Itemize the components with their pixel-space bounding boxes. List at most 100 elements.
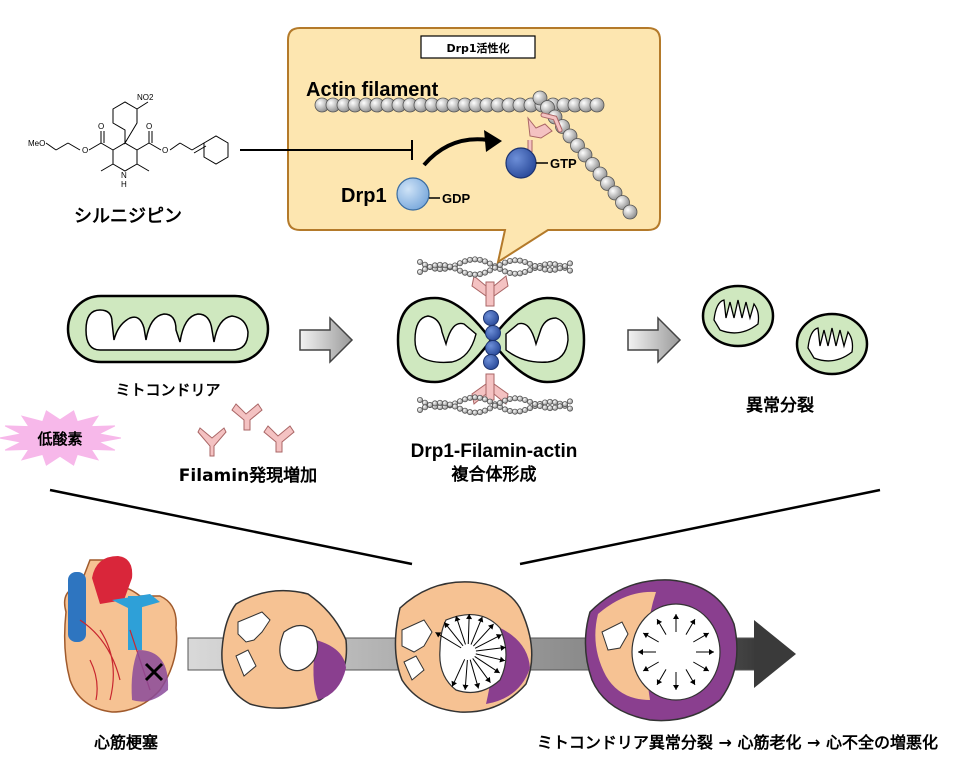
actin-bead	[481, 396, 488, 403]
actin-bead	[562, 401, 569, 408]
dilation-arrow	[451, 659, 466, 687]
actin-bead	[562, 263, 569, 270]
actin-bead	[461, 396, 468, 403]
dilation-arrow	[475, 646, 506, 652]
methoxy-label: MeO	[28, 139, 45, 148]
actin-bead	[552, 399, 559, 406]
nitrogen-label: N	[121, 171, 127, 180]
actin-bead	[486, 267, 493, 274]
actin-bead	[552, 404, 559, 411]
actin-bead	[552, 266, 559, 273]
dilation-arrowhead	[485, 676, 491, 683]
dilation-arrow	[473, 623, 494, 647]
actin-bead	[466, 256, 473, 263]
complex-label-line2: 複合体形成	[451, 464, 537, 485]
actin-bead	[517, 408, 524, 415]
drp1-label: Drp1	[341, 185, 387, 207]
heart-section-2	[394, 581, 533, 713]
actin-bead	[506, 257, 513, 264]
actin-bead	[532, 263, 539, 270]
heart-section-3	[584, 579, 738, 722]
hydrogen-label: H	[121, 180, 127, 189]
actin-bead	[486, 260, 493, 267]
actin-bead	[476, 256, 483, 263]
actin-bead	[491, 264, 498, 271]
filamin-callout	[527, 112, 563, 152]
drp1-activation-callout	[287, 27, 661, 265]
actin-bead	[542, 404, 549, 411]
progression-label: ミトコンドリア異常分裂 → 心筋老化 → 心不全の増悪化	[537, 733, 938, 752]
dilation-arrowhead	[488, 623, 494, 630]
actin-bead	[416, 406, 423, 413]
actin-bead	[491, 402, 498, 409]
actin-bead	[506, 408, 513, 415]
actin-bead	[476, 409, 483, 416]
oxygen-left-label: O	[98, 122, 104, 131]
actin-bead	[496, 261, 503, 268]
actin-bead	[471, 409, 478, 416]
actin-bead	[481, 407, 488, 414]
actin-bead	[589, 97, 605, 113]
oxygen-ester-right-label: O	[162, 146, 168, 155]
dilation-arrowhead	[689, 679, 696, 685]
actin-bead	[567, 398, 574, 405]
actin-bead	[426, 401, 433, 408]
filamin-molecules	[197, 403, 295, 457]
cilnidipine-structure	[45, 101, 229, 172]
actin-bead	[471, 271, 478, 278]
inhibition-symbol	[240, 140, 413, 160]
actin-bead	[552, 261, 559, 268]
dilation-arrowhead	[493, 667, 500, 673]
actin-bead	[481, 269, 488, 276]
actin-bead	[441, 400, 448, 407]
actin-bead	[527, 398, 534, 405]
actin-bead	[527, 267, 534, 274]
mitochondrion-normal	[66, 294, 270, 364]
dilation-arrowhead	[454, 615, 461, 622]
filamin-increase-label: Filamin発現増加	[179, 465, 317, 486]
dilation-arrow	[475, 653, 506, 662]
actin-bead	[506, 395, 513, 402]
actin-bead	[567, 267, 574, 274]
actin-bead	[431, 262, 438, 269]
actin-bead	[522, 396, 529, 403]
dilation-arrowhead	[709, 649, 714, 655]
actin-bead	[476, 394, 483, 401]
drug-name: シルニジピン	[74, 206, 182, 227]
gtp-label: GTP	[550, 156, 577, 171]
actin-bead	[441, 262, 448, 269]
actin-bead	[496, 399, 503, 406]
actin-bead	[527, 405, 534, 412]
dilation-arrowhead	[451, 680, 457, 687]
actin-bead	[466, 409, 473, 416]
oxygen-right-label: O	[146, 122, 152, 131]
actin-bead	[506, 270, 513, 277]
actin-bead	[532, 401, 539, 408]
actin-bead	[542, 399, 549, 406]
dilation-arrowhead	[643, 632, 649, 639]
activation-arrowhead	[484, 130, 502, 152]
dilation-arrowhead	[499, 656, 505, 663]
actin-bead	[461, 407, 468, 414]
callout-title: Drp1活性化	[446, 41, 509, 55]
actin-bead	[476, 271, 483, 278]
actin-bead	[527, 260, 534, 267]
stage-arrow-1	[299, 316, 354, 364]
actin-bead	[436, 399, 443, 406]
abnormal-fission-label: 異常分裂	[746, 395, 814, 416]
dilation-arrowhead	[474, 682, 480, 689]
actin-bead	[426, 263, 433, 270]
heart-illustration	[63, 556, 178, 713]
actin-bead	[557, 265, 564, 272]
actin-bead	[517, 270, 524, 277]
actin-bead	[446, 401, 453, 408]
actin-bead	[622, 204, 638, 220]
actin-bead	[517, 395, 524, 402]
zoom-line-right	[519, 488, 881, 566]
actin-bead	[421, 266, 428, 273]
actin-bead	[446, 263, 453, 270]
actin-bead	[486, 405, 493, 412]
actin-bead	[512, 257, 519, 264]
mitochondrion-fragment-2	[795, 312, 869, 376]
